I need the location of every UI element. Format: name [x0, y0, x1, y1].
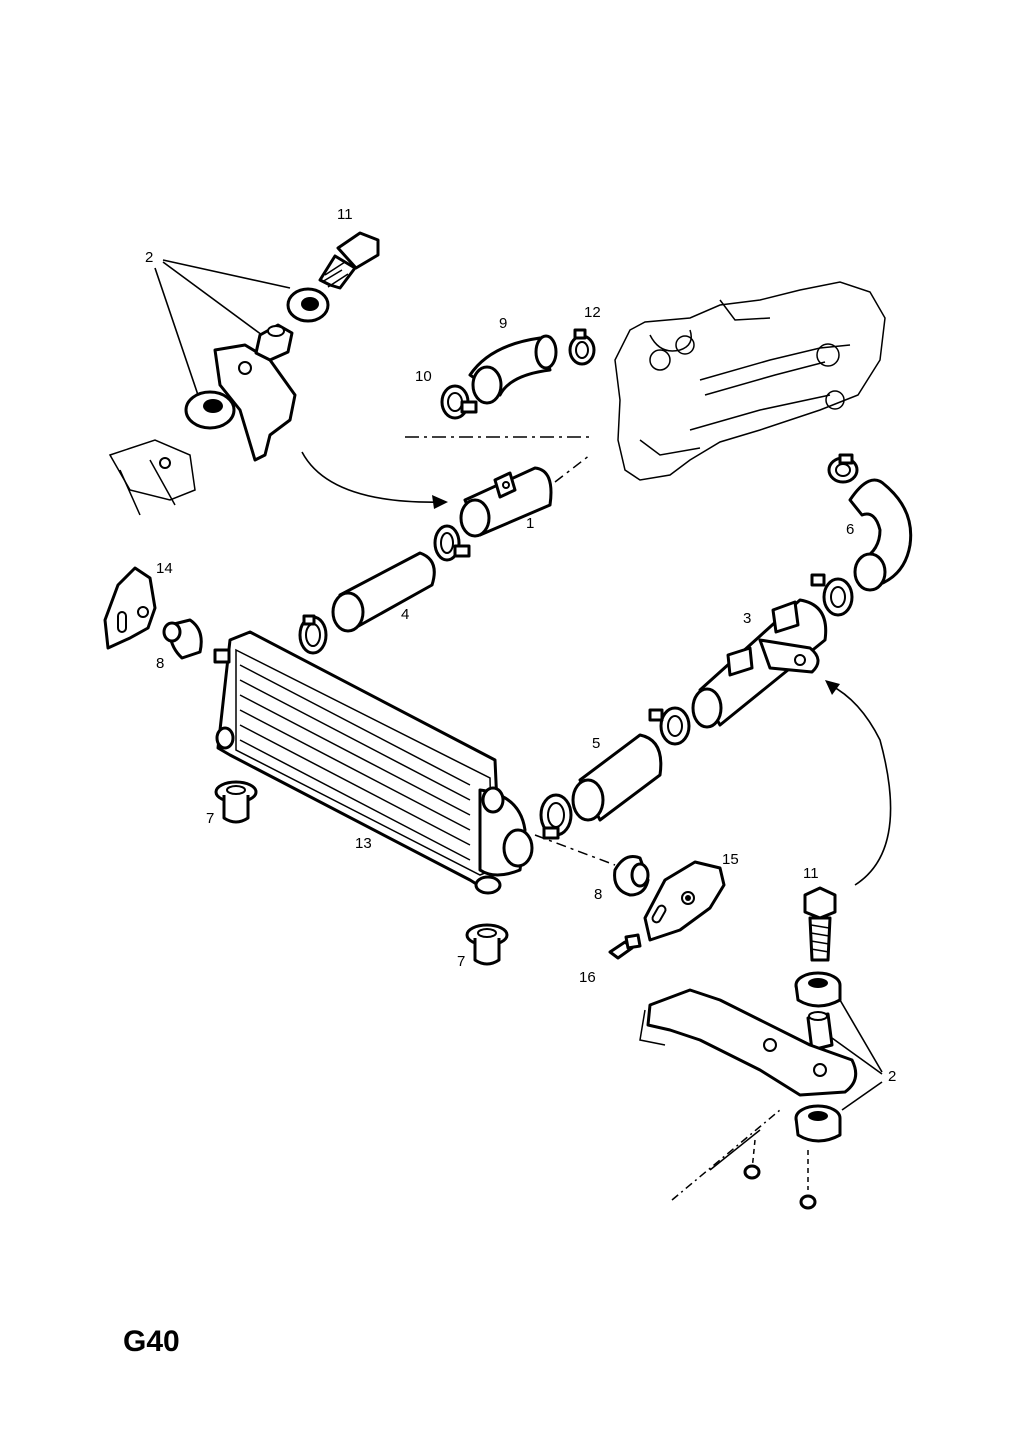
callout-2-top: 2 [145, 249, 154, 266]
spacer-bottom [806, 1011, 834, 1052]
callout-4: 4 [401, 606, 410, 623]
hose-clamp-5-upper [648, 706, 691, 746]
leader-lines-2-bottom [831, 999, 883, 1111]
callout-7-bottom: 7 [457, 953, 466, 970]
rubber-bush-bottom-b [794, 1104, 842, 1143]
callout-10: 10 [415, 368, 432, 385]
hose-clamp-5-lower [539, 793, 573, 840]
hose-clamp-3 [810, 573, 854, 617]
callout-7-left: 7 [206, 810, 215, 827]
bolt-16 [608, 933, 642, 960]
arrow-mount-to-pipe-3 [825, 680, 892, 886]
callout-16: 16 [579, 969, 596, 986]
dashdot-line-upper [405, 436, 591, 483]
callout-14: 14 [156, 560, 173, 577]
hose-clamp-upper-1 [433, 524, 471, 562]
callout-5: 5 [592, 735, 601, 752]
hose-clamp-4 [298, 614, 328, 655]
arrow-mount-to-pipe [301, 451, 448, 509]
page-code: G40 [123, 1325, 180, 1358]
spacer-top [254, 323, 294, 362]
rubber-bush-top-a [286, 287, 330, 323]
hose-6 [848, 478, 913, 592]
hose-9 [468, 334, 558, 405]
hose-clamp-6 [827, 453, 859, 484]
bracket-15 [643, 860, 726, 942]
engine-block-outline [614, 281, 886, 481]
hose-4 [331, 551, 436, 633]
bolt-11-bottom [803, 886, 837, 962]
rubber-mount-8-right [613, 855, 650, 897]
rubber-bush-top-b [184, 390, 236, 430]
grommet-7-bottom [465, 923, 509, 966]
callout-8-right: 8 [594, 886, 603, 903]
intake-pipe-3 [691, 598, 828, 729]
leader-lines-2-top [154, 259, 291, 396]
bracket-14 [103, 566, 157, 650]
bolt-11-top [318, 231, 380, 290]
callout-11-top: 11 [337, 206, 353, 223]
hose-clamp-12 [568, 328, 596, 366]
callout-11-bottom: 11 [803, 865, 819, 882]
hose-5 [571, 733, 663, 822]
callout-1: 1 [526, 515, 535, 532]
upper-left-bracket [108, 343, 297, 516]
lower-right-bracket [639, 988, 858, 1097]
grommet-7-left [214, 780, 258, 824]
dashdot-line-lower [534, 834, 616, 866]
callout-8-left: 8 [156, 655, 165, 672]
hose-clamp-10 [440, 384, 478, 420]
callout-12: 12 [584, 304, 601, 321]
callout-2-bottom: 2 [888, 1068, 897, 1085]
callout-9: 9 [499, 315, 508, 332]
callout-13: 13 [355, 835, 372, 852]
body-mounting-points [671, 1109, 817, 1210]
rubber-bush-bottom-a [794, 971, 842, 1008]
rubber-mount-8-left [162, 618, 203, 660]
intercooler-13 [213, 630, 534, 895]
callout-3: 3 [743, 610, 752, 627]
intake-pipe-1 [459, 466, 553, 538]
callout-15: 15 [722, 851, 739, 868]
callout-6: 6 [846, 521, 855, 538]
